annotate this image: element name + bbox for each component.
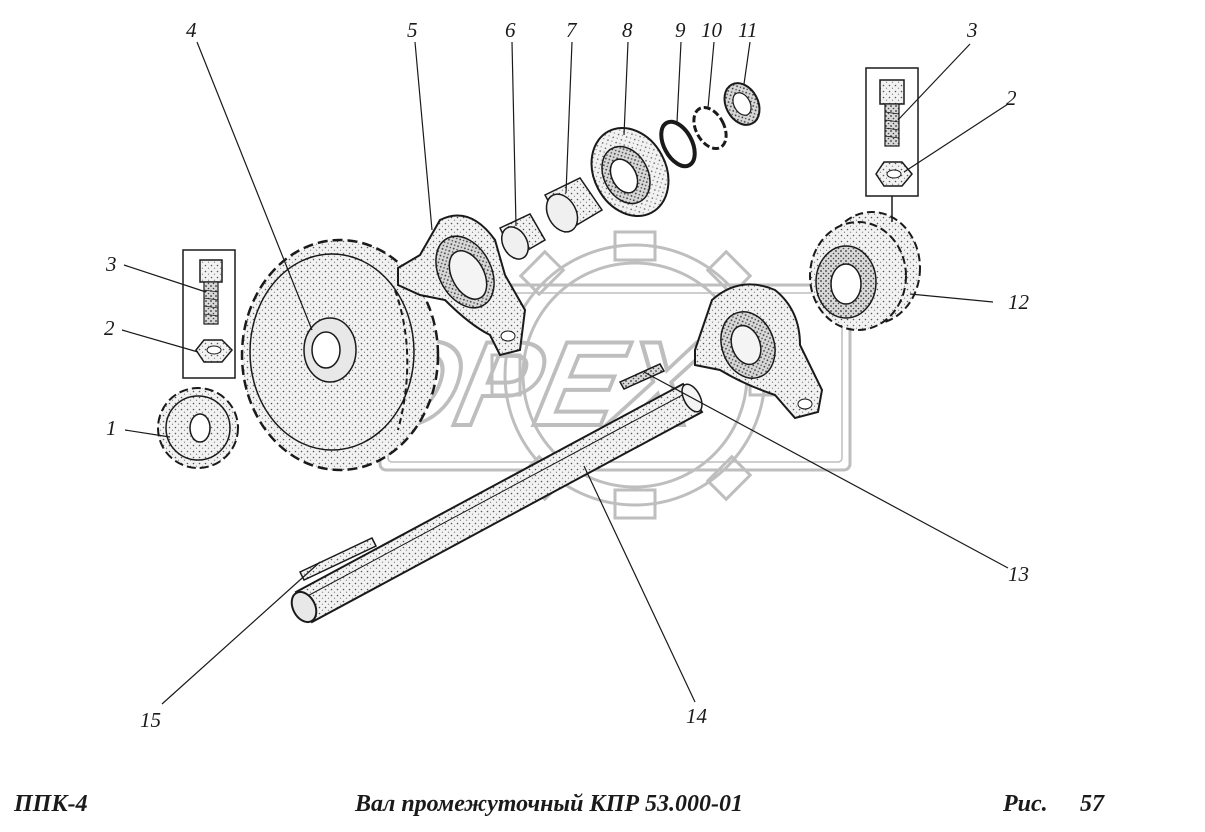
callout-15: 15 — [140, 708, 161, 732]
callout-11: 11 — [738, 18, 758, 42]
part-4-large-sprocket — [240, 238, 440, 472]
callout-10: 10 — [701, 18, 722, 42]
footer-title: Вал промежуточный КПР 53.000-01 — [355, 791, 744, 817]
callout-3-right: 3 — [967, 18, 978, 42]
part-14-shaft — [290, 382, 704, 624]
part-7-adapter-sleeve — [543, 177, 604, 234]
part-10-lock-washer — [692, 105, 728, 151]
callout-3-left: 3 — [106, 252, 117, 276]
callout-2-right: 2 — [1006, 86, 1017, 110]
part-1-small-sprocket — [157, 387, 239, 469]
footer-model: ППК-4 — [14, 791, 88, 817]
part-2-3-left-bolt-nut — [182, 249, 236, 379]
part-12-double-sprocket — [809, 211, 921, 331]
callout-7: 7 — [566, 18, 577, 42]
part-13-key — [618, 363, 666, 390]
part-11-round-nut — [723, 82, 761, 126]
callout-13: 13 — [1008, 562, 1029, 586]
part-9-ring — [659, 119, 697, 169]
callout-6: 6 — [505, 18, 516, 42]
callout-5: 5 — [407, 18, 418, 42]
footer-fig-label: Рис. — [1003, 791, 1048, 817]
callout-12: 12 — [1008, 290, 1029, 314]
callout-8: 8 — [622, 18, 633, 42]
right-bearing-housing — [694, 283, 824, 420]
footer-fig-number: 57 — [1080, 791, 1104, 817]
callout-9: 9 — [675, 18, 686, 42]
callout-1: 1 — [106, 416, 117, 440]
leader-lines — [121, 41, 1009, 705]
part-8-ball-bearing — [590, 127, 670, 217]
callout-4: 4 — [186, 18, 197, 42]
callout-2-left: 2 — [104, 316, 115, 340]
part-2-3-right-bolt-nut — [865, 67, 919, 222]
part-6-sleeve — [499, 213, 547, 260]
part-5-bearing-housing — [397, 214, 527, 357]
callout-14: 14 — [686, 704, 707, 728]
